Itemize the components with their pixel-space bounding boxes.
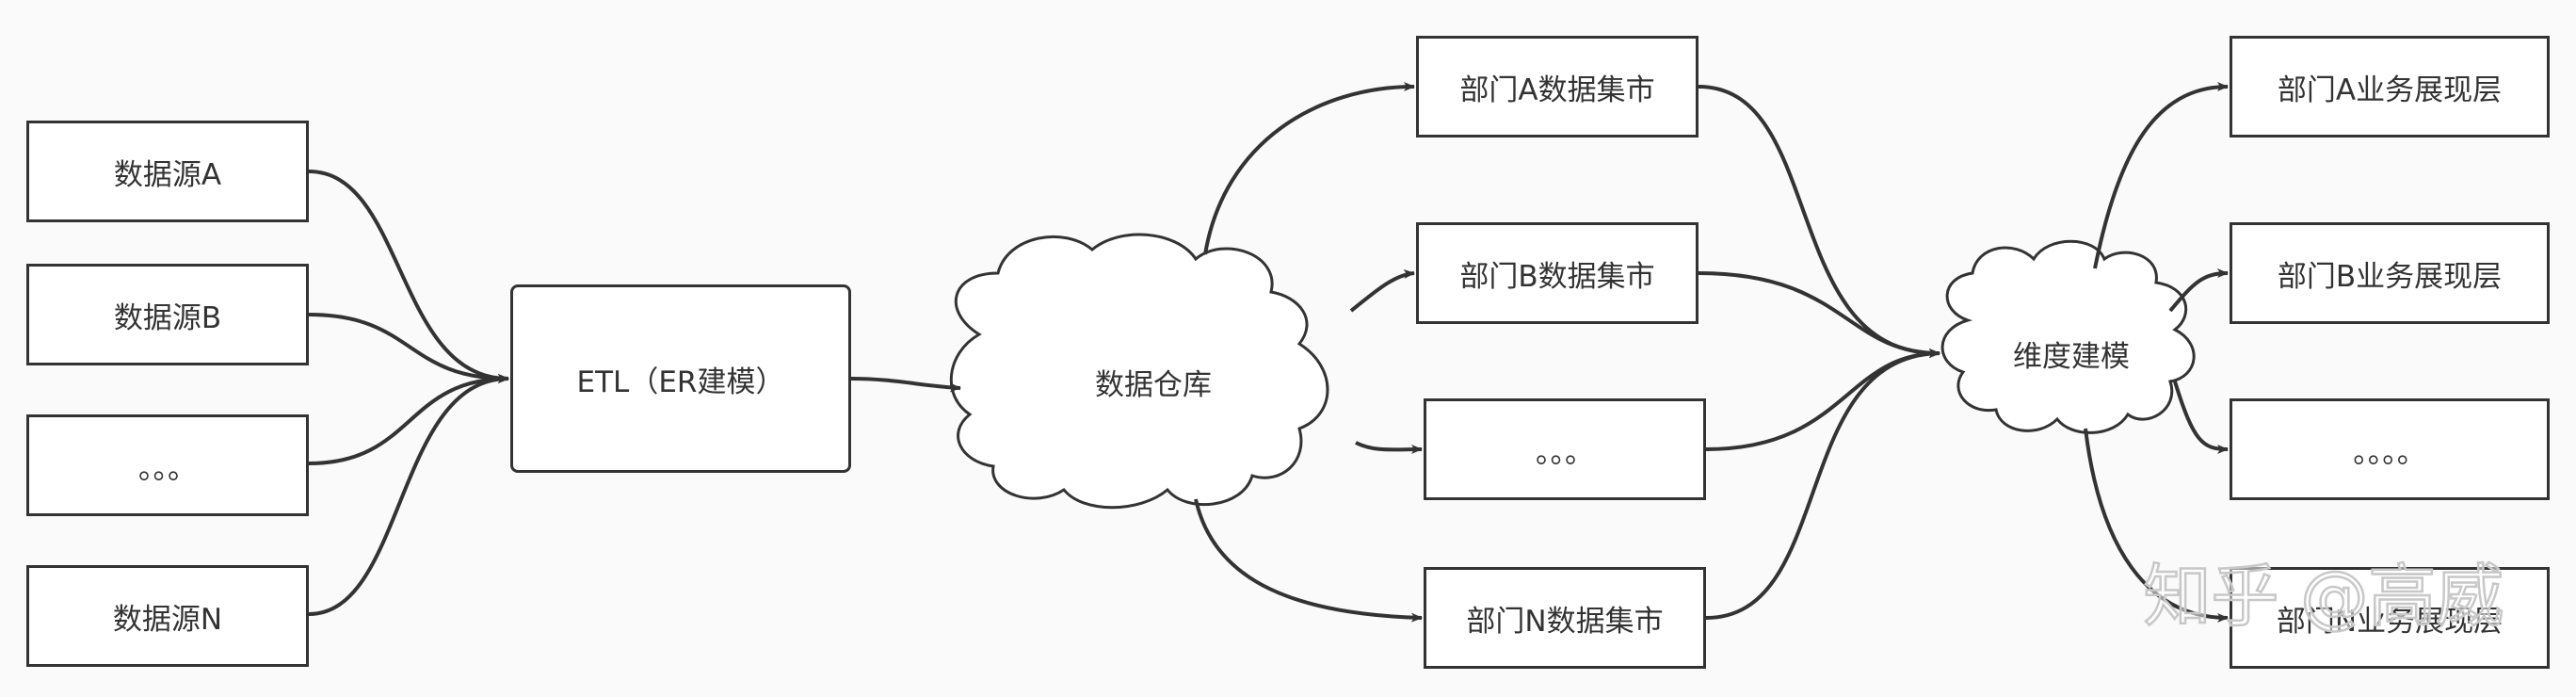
source-box-a: 数据源A [26, 121, 309, 222]
presentation-box-ellipsis: 。。。。 [2230, 398, 2550, 500]
dimension-label: 维度建模 [2013, 339, 2130, 374]
connector-warehouse-mart-b [1349, 269, 1415, 313]
warehouse-label: 数据仓库 [1095, 367, 1212, 402]
etl-box: ETL（ER建模） [510, 284, 851, 473]
presentation-box-b: 部门B业务展现层 [2230, 222, 2550, 324]
etl-label: ETL（ER建模） [576, 365, 785, 399]
presentation-label: 。。。。 [2353, 435, 2426, 470]
connector-dimension-pres-a [2093, 82, 2229, 269]
connector-etl-warehouse [850, 377, 961, 393]
mart-box-n: 部门N数据集市 [1424, 567, 1706, 669]
connector-mart-b-dimension [1698, 271, 1940, 358]
watermark: 知乎 @高威 [2098, 546, 2550, 650]
mart-box-ellipsis: 。。。 [1424, 398, 1706, 500]
connector-warehouse-mart-a [1203, 82, 1415, 255]
connector-dimension-pres-n [2084, 428, 2229, 623]
connector-source-b-etl [308, 313, 509, 383]
watermark-text: 知乎 @高威 [2142, 556, 2504, 638]
presentation-box-a: 部门A业务展现层 [2230, 36, 2550, 138]
presentation-box-n: 部门N业务展现层 [2230, 567, 2550, 669]
connector-source-a-etl [308, 170, 509, 383]
connector-dimension-pres-b [2168, 268, 2229, 313]
source-box-b: 数据源B [26, 264, 309, 365]
source-label: 数据源B [113, 300, 222, 335]
source-box-n: 数据源N [26, 565, 309, 667]
source-box-ellipsis: 。。。 [26, 414, 309, 516]
mart-label: 部门N数据集市 [1466, 604, 1664, 639]
source-label: 。。。 [138, 451, 197, 486]
source-label: 数据源A [113, 157, 222, 192]
dimension-cloud-shape [1940, 239, 2196, 434]
connector-group [308, 82, 2229, 623]
connector-source-dots-etl [308, 374, 509, 465]
connector-dimension-pres-dots [2173, 381, 2229, 454]
connector-mart-dots-dimension [1705, 348, 1940, 451]
mart-label: 。。。 [1536, 435, 1594, 470]
source-label: 数据源N [112, 602, 223, 637]
connector-mart-a-dimension [1698, 85, 1940, 359]
mart-box-a: 部门A数据集市 [1416, 36, 1699, 138]
warehouse-cloud-shape [949, 233, 1329, 510]
connector-mart-n-dimension [1705, 348, 1940, 620]
mart-box-b: 部门B数据集市 [1416, 222, 1699, 324]
presentation-label: 部门B业务展现层 [2277, 259, 2503, 294]
mart-label: 部门A数据集市 [1459, 73, 1655, 107]
presentation-label: 部门A业务展现层 [2277, 73, 2503, 107]
presentation-label: 部门N业务展现层 [2276, 604, 2504, 639]
svg-text:知乎 @高威: 知乎 @高威 [2144, 557, 2504, 636]
mart-label: 部门B数据集市 [1459, 259, 1655, 294]
connector-warehouse-mart-dots [1355, 441, 1423, 455]
connector-source-n-etl [308, 374, 509, 616]
connector-warehouse-mart-n [1194, 498, 1423, 623]
